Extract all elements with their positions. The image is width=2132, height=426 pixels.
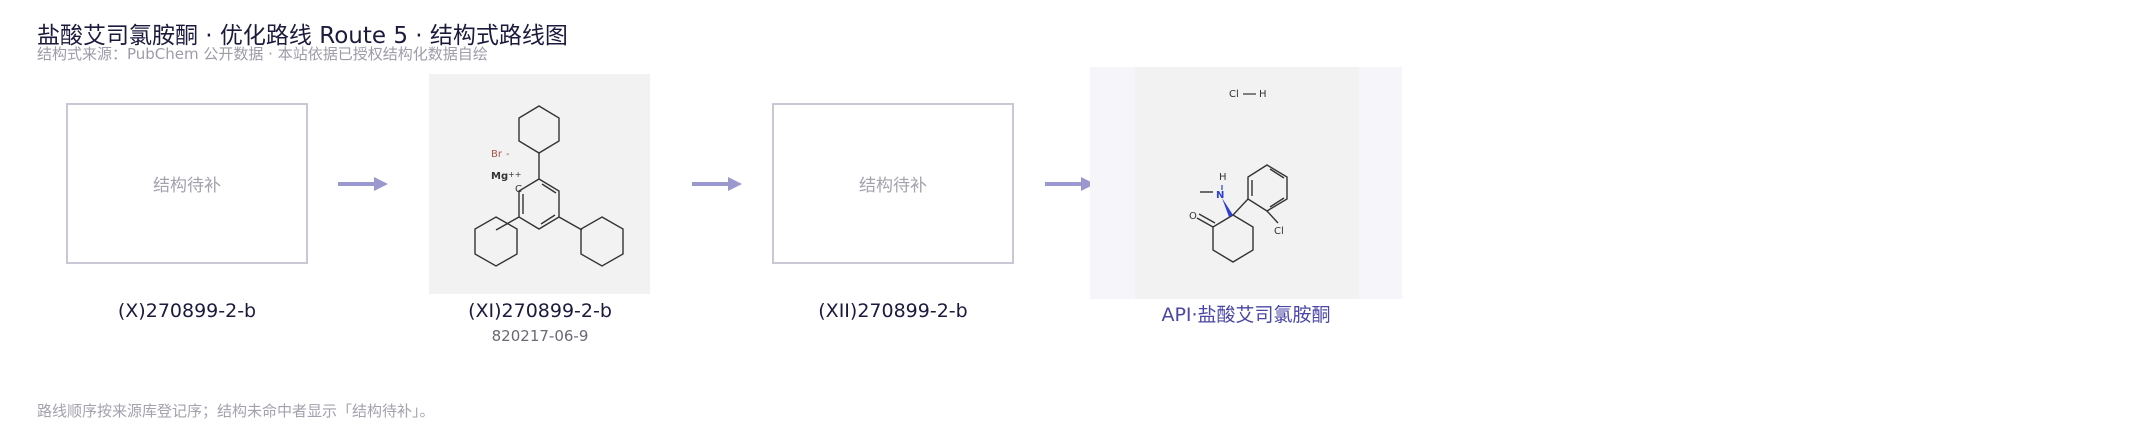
charge-plus: ++ xyxy=(508,170,521,179)
structure-xi-drawing: Br - Mg ++ C xyxy=(474,105,624,267)
atom-mg: Mg xyxy=(491,171,508,182)
atom-n: N xyxy=(1216,190,1224,201)
cas-number: 820217-06-9 xyxy=(491,327,589,345)
atom-cl: Cl xyxy=(1274,226,1284,237)
structure-placeholder-x: 结构待补 xyxy=(66,103,308,264)
step-label-xii: (XII)270899-2-b xyxy=(818,300,968,322)
charge-minus: - xyxy=(506,149,510,160)
footnote: 路线顺序按来源库登记序；结构未命中者显示「结构待补」。 xyxy=(37,402,435,420)
arrow-icon xyxy=(338,177,388,191)
page-subtitle: 结构式来源：PubChem 公开数据 · 本站依据已授权结构化数据自绘 xyxy=(37,45,488,63)
step-label-xi: (XI)270899-2-b xyxy=(468,300,612,322)
atom-h-salt: H xyxy=(1259,89,1267,100)
step-label-x: (X)270899-2-b xyxy=(117,300,257,322)
page-title: 盐酸艾司氯胺酮 · 优化路线 Route 5 · 结构式路线图 xyxy=(37,23,568,49)
step-label-api: API·盐酸艾司氯胺酮 xyxy=(1161,304,1331,326)
atom-h: H xyxy=(1219,172,1227,183)
structure-api: Cl H H N O Cl xyxy=(1090,67,1402,299)
atom-o: O xyxy=(1189,211,1197,222)
structure-placeholder-xii: 结构待补 xyxy=(772,103,1014,264)
structure-xi: Br - Mg ++ C xyxy=(429,74,650,294)
arrow-icon xyxy=(1045,177,1095,191)
atom-cl-salt: Cl xyxy=(1229,89,1239,100)
structure-api-drawing: Cl H H N O Cl xyxy=(1189,89,1288,263)
placeholder-text: 结构待补 xyxy=(859,176,927,196)
atom-c: C xyxy=(515,184,522,195)
arrow-icon xyxy=(692,177,742,191)
atom-br: Br xyxy=(491,149,503,160)
placeholder-text: 结构待补 xyxy=(153,176,221,196)
